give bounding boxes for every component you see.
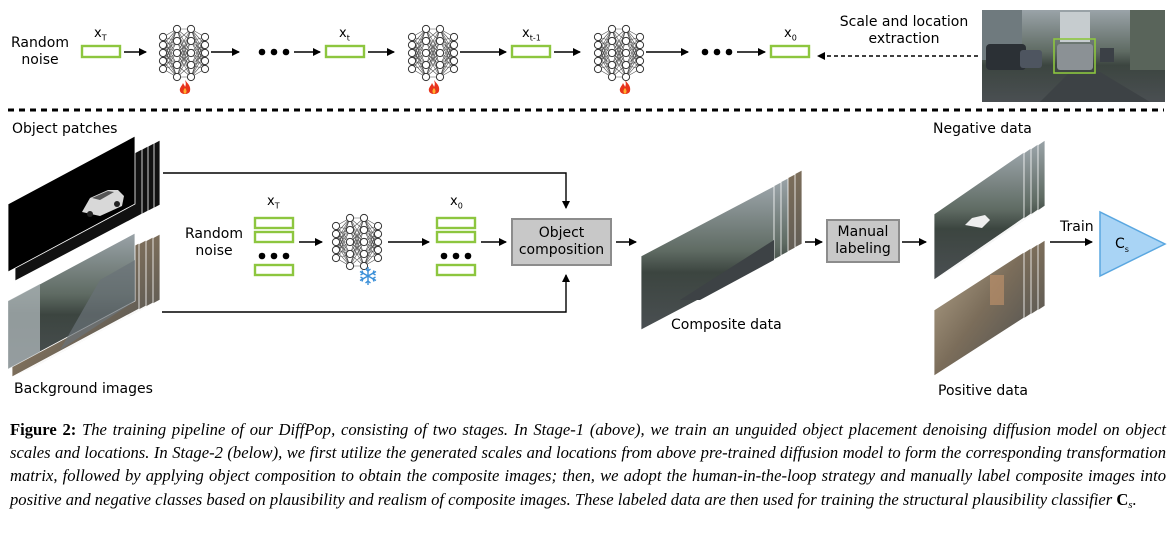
stage1-xt-label: xt	[339, 26, 350, 43]
caption-end: .	[1132, 489, 1137, 509]
bounding-box	[1053, 38, 1096, 74]
ellipsis-icon	[440, 252, 472, 260]
manual-labeling-box: Manual labeling	[826, 219, 900, 263]
stage1-x0-label: x0	[784, 26, 797, 43]
composite-data-stack	[640, 169, 803, 331]
extraction-label: Scale and location extraction	[839, 14, 969, 47]
stage1	[80, 10, 1165, 102]
stage1-network-1-icon	[158, 24, 210, 82]
stage1-xt1-latent	[510, 44, 552, 59]
street-scene-image	[982, 10, 1165, 102]
stage2-network-icon	[331, 213, 383, 271]
stage2	[7, 135, 1167, 378]
stage1-random-noise-label: Random noise	[11, 35, 69, 68]
figure-caption: Figure 2: The training pipeline of our D…	[10, 418, 1166, 517]
ellipsis-icon	[258, 48, 290, 56]
stage2-x0-latent-1	[435, 216, 477, 230]
positive-data-label: Positive data	[938, 383, 1028, 399]
stage2-xT-latent-3	[253, 263, 295, 277]
stage1-network-2-icon	[407, 24, 459, 82]
stage1-xT-label: xT	[94, 26, 107, 43]
background-images-stack	[7, 232, 161, 378]
classifier-subscript: s	[1128, 498, 1133, 511]
stage1-xT-latent	[80, 44, 122, 59]
classifier-triangle	[1099, 210, 1167, 278]
fire-icon	[428, 80, 440, 94]
object-composition-box: Object composition	[511, 218, 612, 266]
stage2-xT-latent-2	[253, 230, 295, 244]
object-patches-stack	[7, 135, 161, 282]
figure-label: Figure 2:	[10, 420, 77, 439]
fire-icon	[619, 80, 631, 94]
stage1-xt-latent	[324, 44, 366, 59]
caption-text: The training pipeline of our DiffPop, co…	[10, 420, 1166, 509]
stage2-xT-latent-1	[253, 216, 295, 230]
stage2-x0-label: x0	[450, 194, 463, 211]
stage1-x0-latent	[769, 44, 811, 59]
object-patches-label: Object patches	[12, 121, 118, 137]
stage2-random-noise-label: Random noise	[185, 226, 243, 259]
negative-data-stack	[933, 139, 1046, 281]
positive-data-stack	[933, 239, 1046, 377]
pipeline-diagram	[7, 10, 1167, 378]
composite-data-label: Composite data	[671, 317, 782, 333]
background-images-label: Background images	[14, 381, 153, 397]
stage2-xT-label: xT	[267, 194, 280, 211]
ellipsis-icon	[258, 252, 290, 260]
stage1-xt1-label: xt-1	[522, 26, 541, 43]
classifier-symbol: C	[1116, 489, 1129, 509]
stage2-x0-latent-2	[435, 230, 477, 244]
negative-data-label: Negative data	[933, 121, 1032, 137]
car-patch-icon	[82, 190, 124, 217]
fire-icon	[179, 80, 191, 94]
stage2-x0-latent-3	[435, 263, 477, 277]
stage1-network-3-icon	[593, 24, 645, 82]
train-label: Train	[1060, 219, 1094, 235]
classifier-label: Cs	[1115, 236, 1129, 254]
ellipsis-icon	[701, 48, 733, 56]
